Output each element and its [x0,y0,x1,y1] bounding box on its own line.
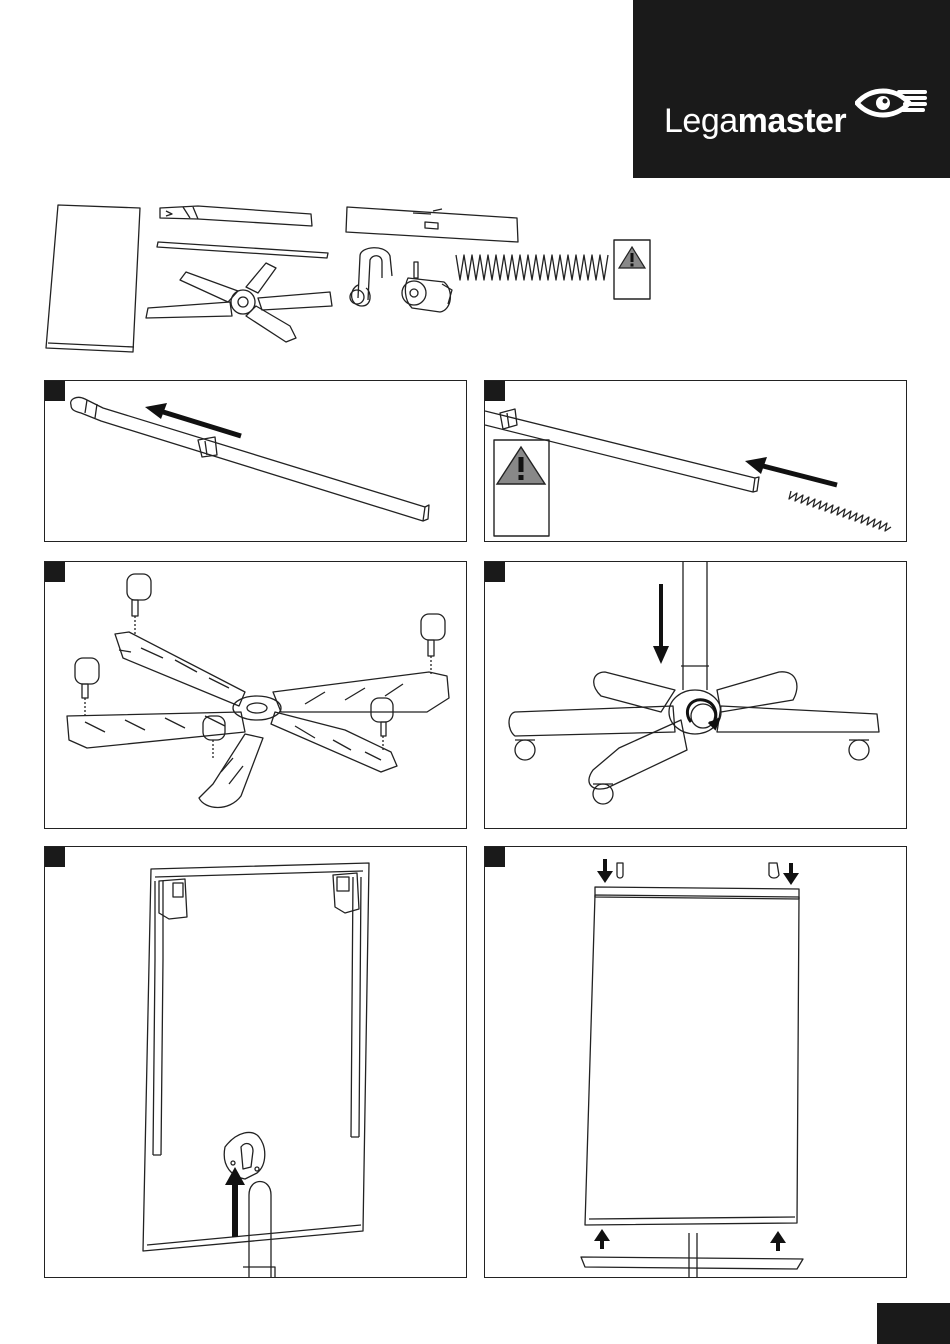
step-5-panel [44,846,467,1278]
brand-name-part2: master [738,102,847,140]
step-2-marker [485,381,505,401]
step-6-marker [485,847,505,867]
step-3-marker [45,562,65,582]
parts-overview [0,190,700,360]
arrow-icon [594,859,799,1251]
step-1-panel [44,380,467,542]
step-3-illustration [45,562,466,828]
step-6-panel [484,846,907,1278]
step-5-marker [45,847,65,867]
step-3-panel [44,561,467,829]
legamaster-eye-logo-icon [855,84,927,122]
page-corner-tab [877,1303,950,1344]
step-2-panel [484,380,907,542]
arrow-icon [653,584,669,664]
step-5-illustration [45,847,466,1277]
brand-logo-text: Legamaster [664,104,846,138]
warning-triangle-icon [497,447,545,484]
step-1-illustration [45,381,466,541]
step-1-marker [45,381,65,401]
step-2-illustration [485,381,906,541]
step-4-panel [484,561,907,829]
brand-name-part1: Lega [664,102,738,140]
brand-header: Legamaster [633,0,950,178]
arrow-icon [145,403,241,436]
step-4-marker [485,562,505,582]
arrow-icon [225,1167,245,1237]
step-4-illustration [485,562,906,828]
warning-triangle-icon [619,247,645,268]
step-6-illustration [485,847,906,1277]
